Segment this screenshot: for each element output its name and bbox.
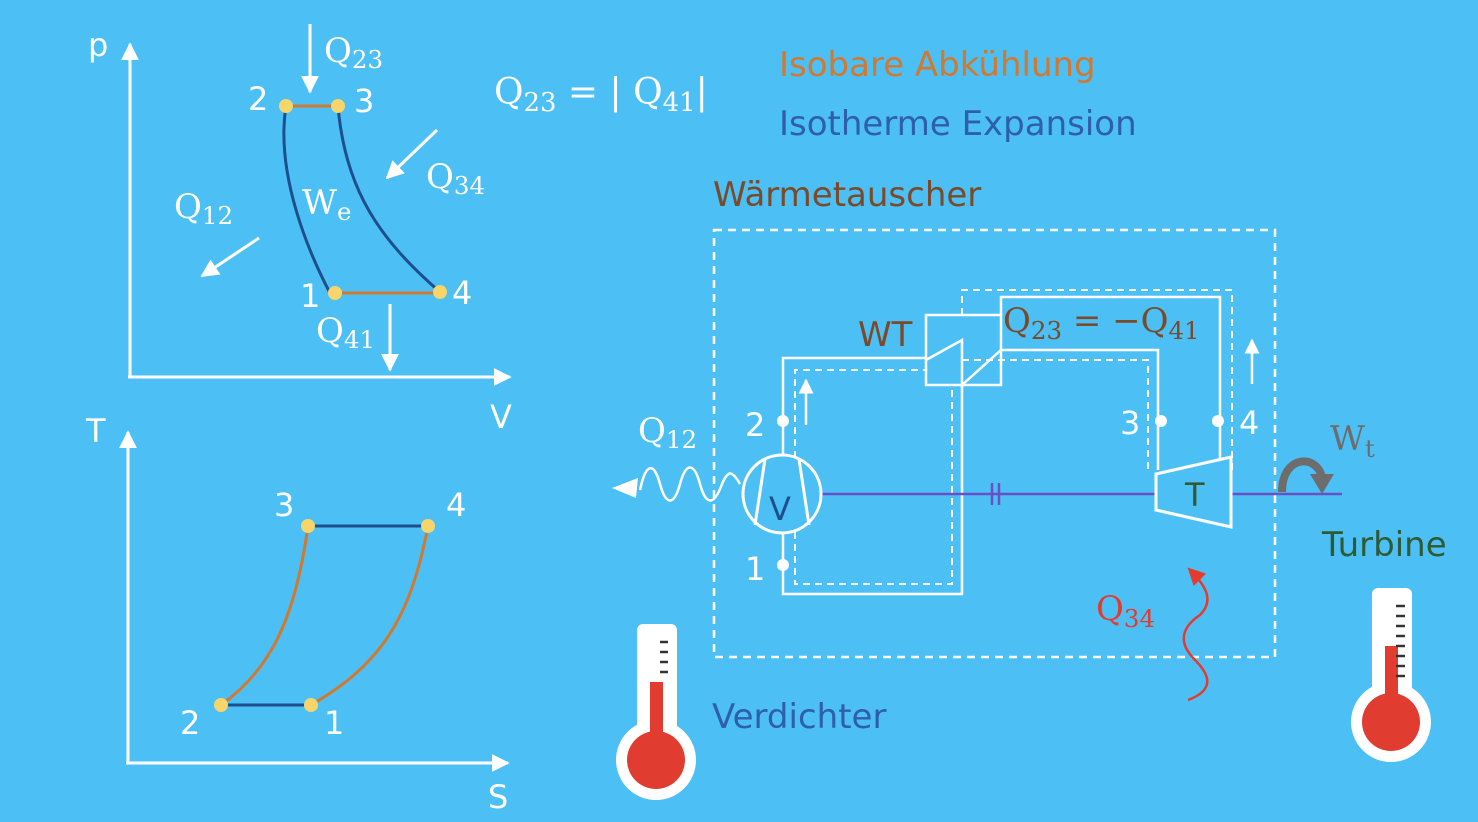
pipe-inner-top — [961, 289, 1233, 470]
pipe-wt-3-outer — [1001, 348, 1160, 470]
pv-q41-label: Q41 — [316, 311, 375, 354]
schematic-equation: Q23 = −Q41 — [1003, 301, 1200, 345]
pv-x-axis-label: V — [490, 398, 512, 436]
ts-label-2: 2 — [180, 704, 200, 742]
thermometer-hot — [1351, 588, 1431, 762]
thermometer-hot-level — [1385, 646, 1398, 726]
ts-y-axis-label: T — [85, 412, 106, 450]
wt-label: WT — [858, 315, 913, 355]
q34-arrow — [385, 128, 439, 180]
pipe-inner-left — [794, 369, 926, 470]
pv-label-4: 4 — [452, 274, 472, 312]
pipe-4-wt-outer — [999, 295, 1222, 470]
schematic-q12-label: Q12 — [638, 411, 697, 454]
legend-isotherm: Isotherme Expansion — [779, 104, 1137, 144]
compressor-name: Verdichter — [712, 697, 886, 737]
ts-point-1 — [304, 698, 318, 712]
pv-point-4 — [433, 285, 447, 299]
pv-label-2: 2 — [248, 80, 268, 118]
thermometer-hot-ticks — [1396, 604, 1405, 678]
wt-curved-arrow — [1278, 457, 1326, 493]
ts-point-3 — [301, 519, 315, 533]
pv-point-2 — [279, 99, 293, 113]
pv-curve-12 — [282, 105, 332, 294]
q12-wave-arrowhead — [612, 478, 638, 498]
equation-q23-q41: Q23 = | Q41| — [494, 72, 708, 118]
pv-curve-34 — [336, 105, 441, 294]
ts-x-axis-label: S — [488, 778, 508, 816]
node-label-2: 2 — [745, 406, 765, 444]
thermometer-cold-ticks — [660, 640, 668, 674]
ts-point-4 — [421, 519, 435, 533]
ts-curve-14 — [310, 525, 430, 707]
node-label-1: 1 — [745, 550, 765, 588]
pipe-1-wt-outer — [781, 385, 964, 596]
pv-label-1: 1 — [300, 277, 320, 315]
node-3 — [1155, 415, 1167, 427]
pv-q34-label: Q34 — [426, 157, 485, 200]
pv-q23-label: Q23 — [324, 31, 383, 74]
compressor-letter: V — [769, 490, 791, 528]
turbine-name: Turbine — [1321, 525, 1447, 565]
ts-label-4: 4 — [446, 486, 466, 524]
schematic: Wärmetauscher WT Q23 = −Q41 — [612, 175, 1447, 737]
pv-q12-label: Q12 — [174, 187, 233, 230]
compressor-line-b — [797, 458, 811, 526]
wt-arrowhead — [1310, 474, 1334, 494]
node-2 — [777, 415, 789, 427]
q12-arrow — [200, 236, 260, 278]
ts-curve-23 — [220, 525, 310, 707]
pv-work-label: We — [302, 183, 351, 226]
pipe-2-wt-outer — [781, 356, 926, 470]
pipe-inner-dashed — [794, 289, 1233, 585]
ts-point-2 — [214, 698, 228, 712]
pipe-inner-right — [962, 359, 1149, 470]
ts-label-3: 3 — [274, 486, 294, 524]
exchanger-title: Wärmetauscher — [713, 175, 981, 215]
heat-exchanger-zigzag — [925, 337, 1002, 388]
compressor-line-a — [753, 458, 767, 526]
node-label-4: 4 — [1239, 404, 1259, 442]
q12-wave — [638, 466, 742, 502]
turbine-letter: T — [1184, 476, 1205, 514]
q34-wave — [1182, 567, 1209, 702]
system-boundary — [712, 228, 1277, 659]
pipe-network — [781, 295, 1222, 596]
pv-y-axis-label: p — [88, 26, 108, 64]
pv-point-1 — [328, 286, 342, 300]
ts-diagram: T S 3 4 2 1 — [85, 412, 510, 816]
heat-exchanger-box — [924, 313, 1003, 387]
node-label-3: 3 — [1120, 404, 1140, 442]
legend-isobar: Isobare Abkühlung — [779, 45, 1096, 85]
thermometer-cold-level — [650, 682, 663, 762]
pv-label-3: 3 — [354, 82, 374, 120]
wt-work-label: Wt — [1330, 419, 1375, 463]
node-4 — [1212, 415, 1224, 427]
pv-diagram: p V 2 3 1 4 Q23 Q34 Q12 Q41 We — [88, 24, 512, 436]
thermometer-cold — [616, 624, 696, 800]
schematic-q34-label: Q34 — [1096, 589, 1155, 633]
turbine-symbol — [1154, 455, 1233, 529]
node-1 — [777, 559, 789, 571]
pv-point-3 — [331, 99, 345, 113]
ts-label-1: 1 — [324, 704, 344, 742]
